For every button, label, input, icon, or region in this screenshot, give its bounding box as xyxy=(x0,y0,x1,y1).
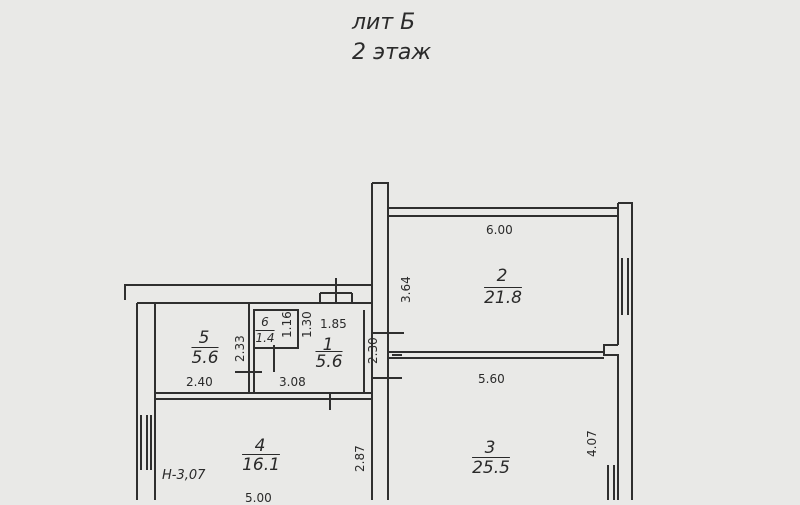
wall-right-inner-bottom xyxy=(603,344,619,500)
room2-number: 2 xyxy=(496,266,508,286)
dim-room4-height: 2.87 xyxy=(353,445,367,472)
dim-hall-width: 3.08 xyxy=(279,375,306,389)
room1-number: 1 xyxy=(322,335,334,355)
room5-number: 5 xyxy=(198,328,210,348)
walls xyxy=(124,182,633,500)
wall-top-left-outer xyxy=(124,284,372,300)
room5-area: 5.6 xyxy=(191,348,219,368)
room6-number: 6 xyxy=(261,315,269,329)
room6-box xyxy=(253,309,299,349)
dim-room5-height: 2.33 xyxy=(233,335,247,362)
dim-room4-bottom: 5.00 xyxy=(245,491,272,505)
room6-area: 1.4 xyxy=(255,331,275,345)
dim-room2-height: 3.64 xyxy=(399,276,413,303)
wall-center-cap xyxy=(372,182,389,190)
ceiling-height-note: Н-3,07 xyxy=(162,468,206,483)
dim-room3-width: 5.60 xyxy=(478,372,505,386)
dim-room5-width: 2.40 xyxy=(186,375,213,389)
dim-room3-height: 4.07 xyxy=(585,430,599,457)
room4-area: 16.1 xyxy=(242,455,280,475)
dim-room1-height: 2.30 xyxy=(366,337,380,364)
dim-room1-width: 1.85 xyxy=(320,317,347,331)
room2-area: 21.8 xyxy=(484,288,522,308)
room1-area: 5.6 xyxy=(315,352,343,372)
dim-room6-height: 1.16 xyxy=(280,311,294,338)
room3-number: 3 xyxy=(484,438,496,458)
floor-label: 2 этаж xyxy=(352,40,432,65)
wall-right-outer xyxy=(618,202,633,500)
room4-number: 4 xyxy=(254,436,266,456)
building-label: лит Б xyxy=(352,10,416,35)
dim-room1-side: 1.30 xyxy=(300,311,314,338)
dim-room2-width: 6.00 xyxy=(486,223,513,237)
room3-area: 25.5 xyxy=(472,458,510,478)
